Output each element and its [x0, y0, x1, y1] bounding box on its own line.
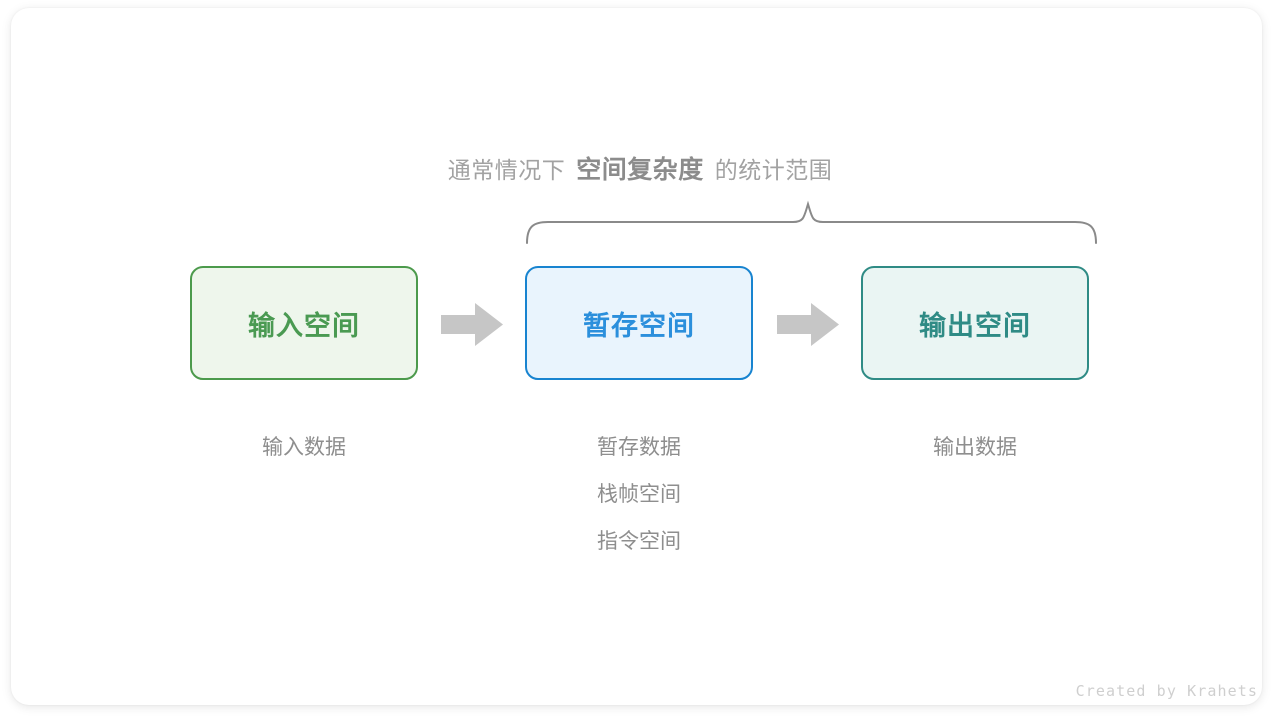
below-output-list: 输出数据 — [861, 424, 1089, 471]
credit-text: Created by Krahets — [1075, 682, 1258, 700]
caption-emphasis: 空间复杂度 — [576, 156, 704, 184]
below-temp-list: 暂存数据 栈帧空间 指令空间 — [525, 424, 753, 565]
list-item: 输出数据 — [933, 436, 1017, 459]
list-item: 栈帧空间 — [597, 483, 681, 506]
brace-bracket — [526, 200, 1097, 244]
box-input-space-label: 输入空间 — [248, 310, 360, 341]
box-temp-space-label: 暂存空间 — [583, 310, 695, 341]
caption-prefix: 通常情况下 — [447, 157, 566, 183]
list-item: 输入数据 — [262, 436, 346, 459]
arrow-right-icon — [777, 303, 839, 346]
box-input-space: 输入空间 — [190, 266, 418, 380]
box-temp-space: 暂存空间 — [525, 266, 753, 380]
caption-suffix: 的统计范围 — [714, 157, 833, 183]
list-item: 暂存数据 — [597, 436, 681, 459]
brace-caption: 通常情况下空间复杂度的统计范围 — [0, 150, 1280, 186]
below-input-list: 输入数据 — [190, 424, 418, 471]
list-item: 指令空间 — [597, 530, 681, 553]
arrow-right-icon — [441, 303, 503, 346]
box-output-space-label: 输出空间 — [919, 310, 1031, 341]
box-output-space: 输出空间 — [861, 266, 1089, 380]
